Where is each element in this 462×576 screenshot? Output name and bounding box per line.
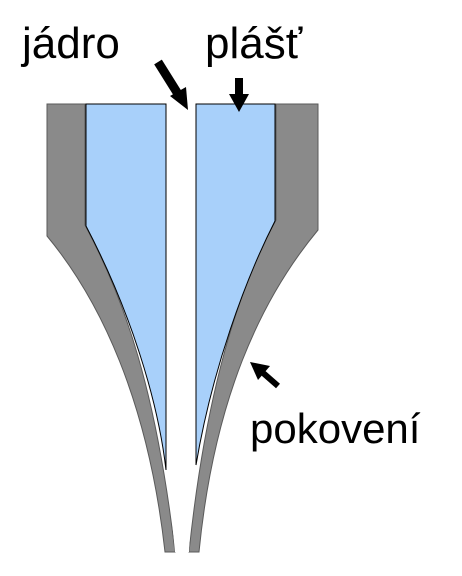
cladding-right (195, 103, 276, 466)
label-coating: pokovení (250, 405, 421, 452)
label-cladding: plášť (205, 19, 303, 68)
fiber-core (166, 104, 196, 552)
arrow-cladding (229, 78, 249, 112)
cladding-left (85, 103, 167, 471)
arrow-core (154, 59, 188, 110)
arrow-coating (250, 362, 280, 389)
label-core: jádro (20, 19, 120, 68)
